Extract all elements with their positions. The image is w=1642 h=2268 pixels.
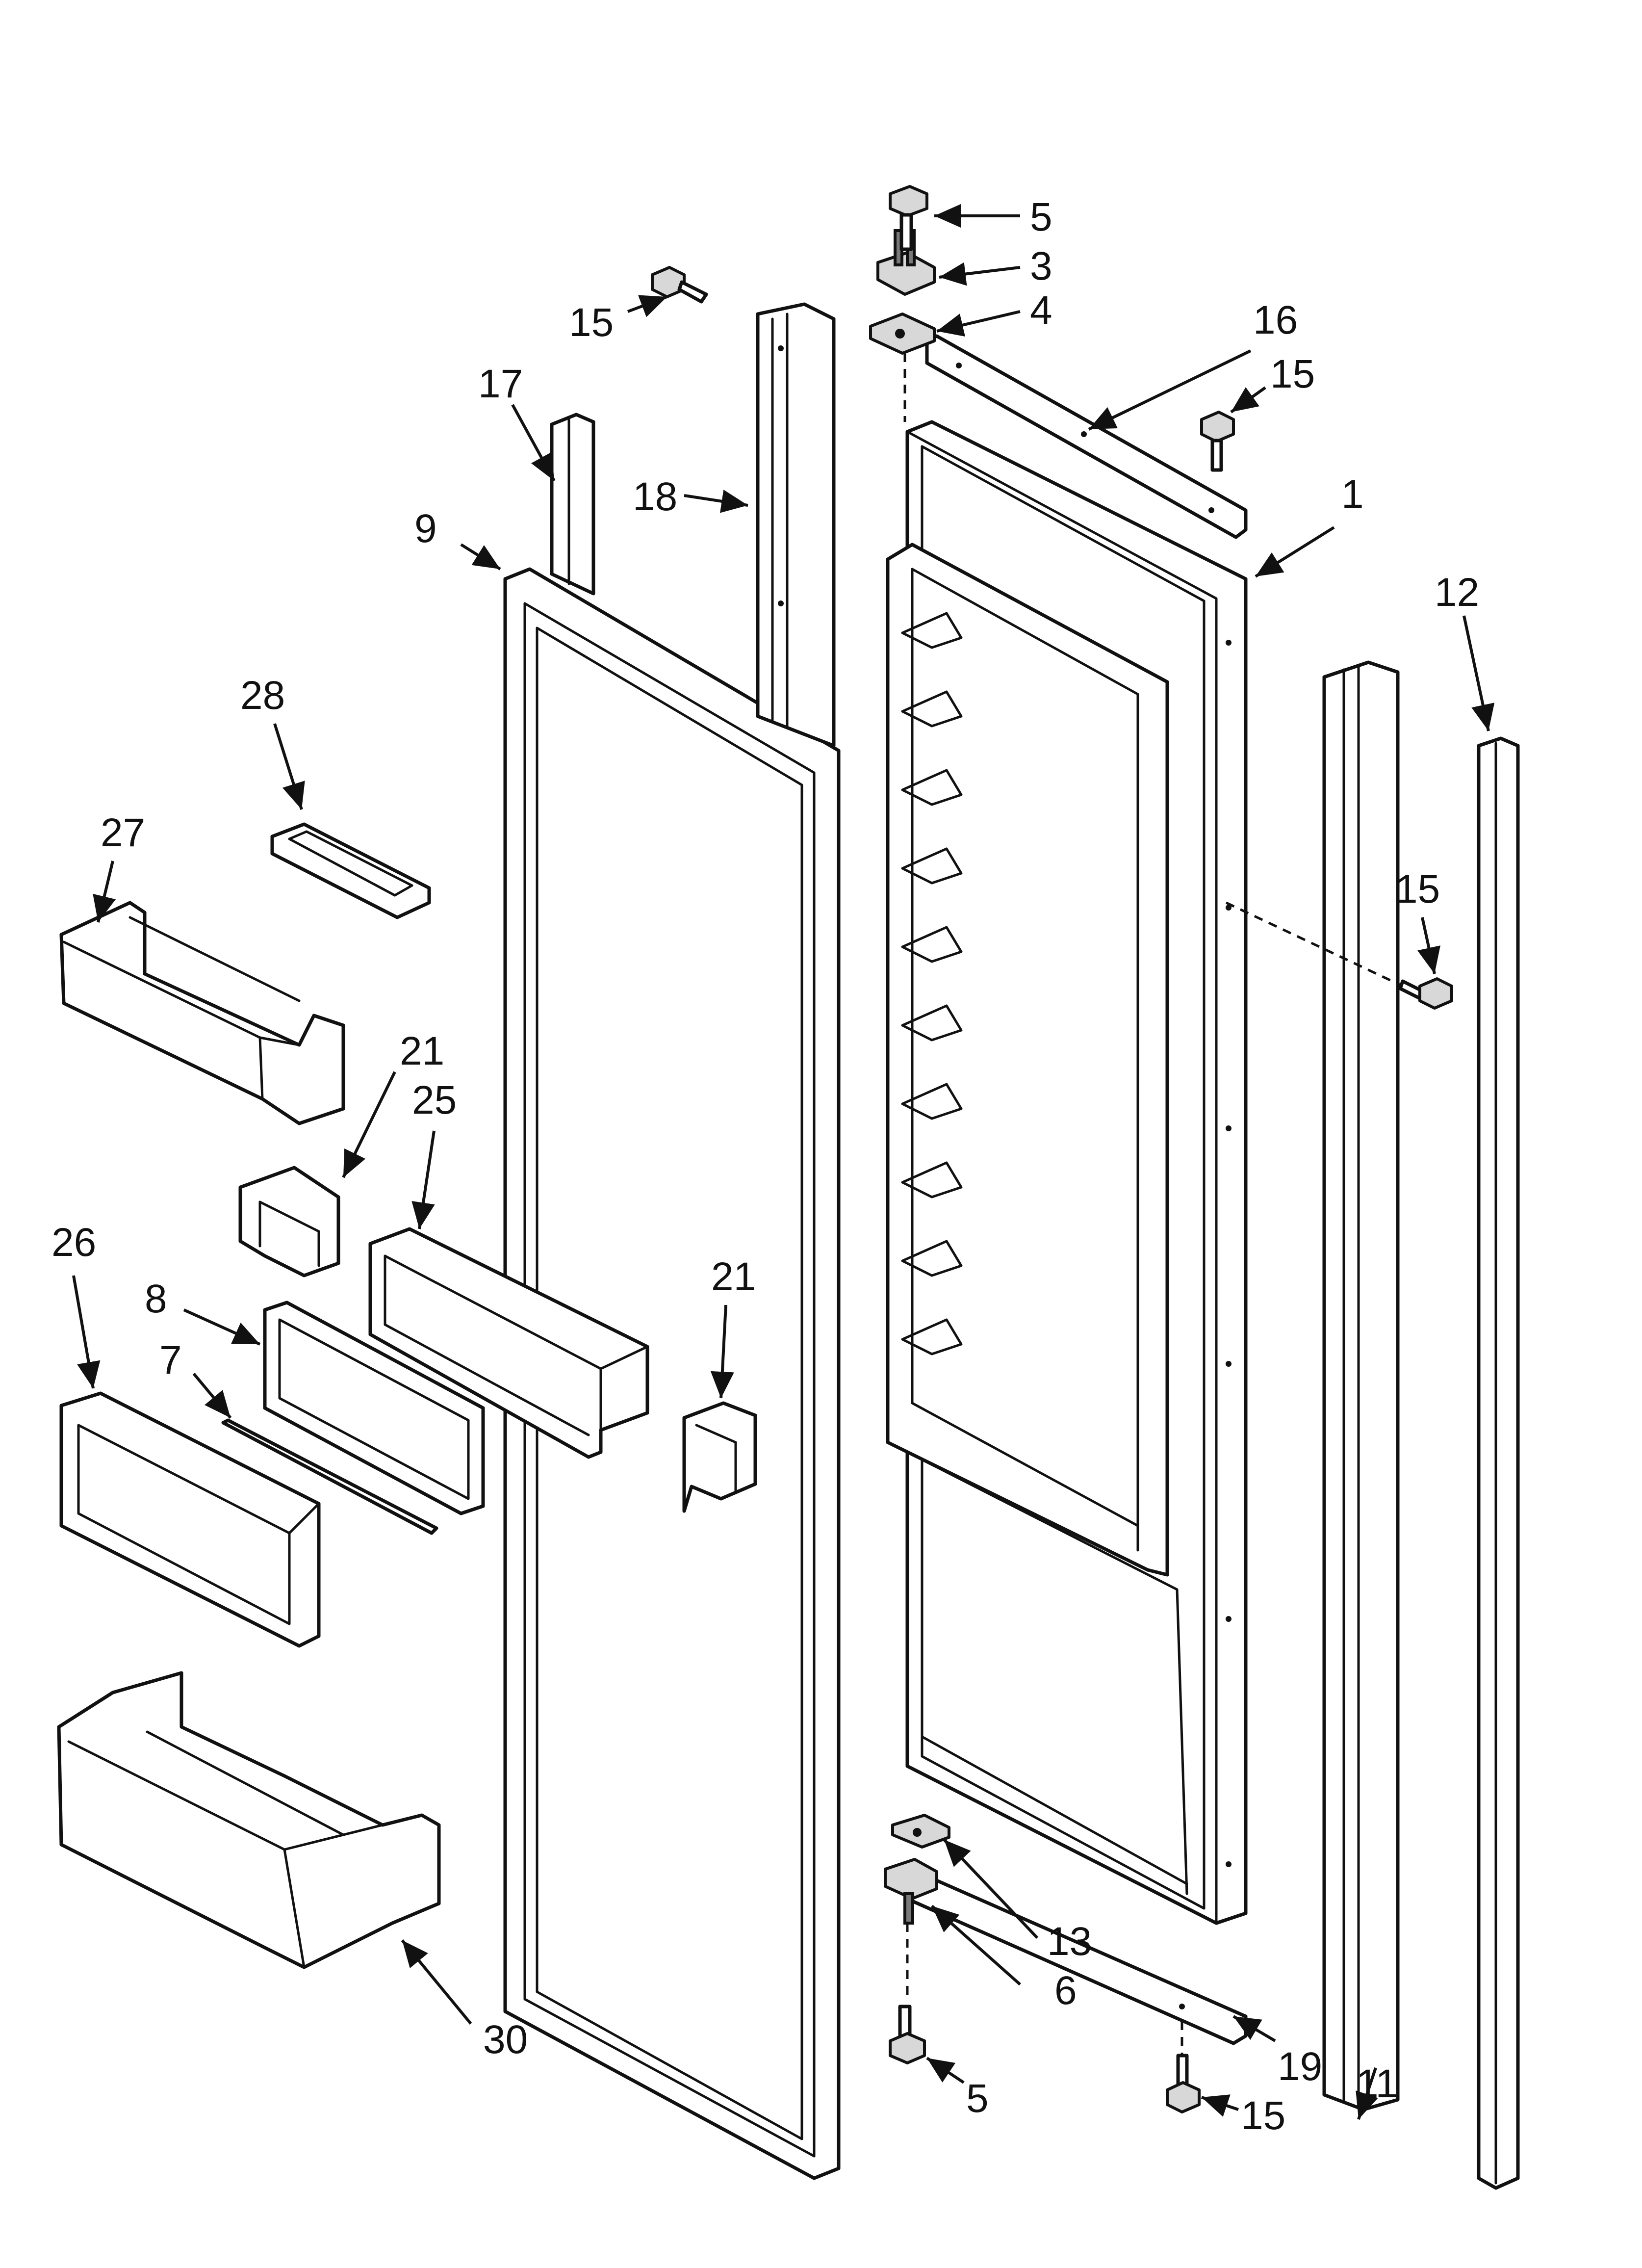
door-bin-part-30 xyxy=(57,1671,441,1969)
callout-3: 3 xyxy=(1030,244,1052,288)
callout-1: 1 xyxy=(1341,472,1364,517)
bottom-hinge-plate-part-13 xyxy=(891,1814,950,1849)
bottom-hinge-part-6 xyxy=(884,1858,938,1925)
callout-28: 28 xyxy=(240,673,285,718)
callout-13: 13 xyxy=(1047,1919,1092,1964)
callout-7: 7 xyxy=(159,1338,182,1382)
callout-8: 8 xyxy=(145,1277,167,1321)
callout-15-top-right: 15 xyxy=(1270,352,1315,396)
bracket-part-21-mid xyxy=(682,1401,757,1513)
callout-30: 30 xyxy=(483,2017,528,2062)
dairy-door-part-26 xyxy=(59,1391,321,1648)
dairy-housing-part-25 xyxy=(368,1227,649,1459)
callout-15-bottom: 15 xyxy=(1241,2093,1285,2138)
trim-strip-part-18 xyxy=(756,302,836,748)
trim-strip-part-11 xyxy=(1322,660,1400,2112)
screw-axis-mid-right xyxy=(1225,901,1404,988)
screw-part-15-top-right xyxy=(1200,411,1235,472)
callout-27: 27 xyxy=(101,810,145,855)
callout-6: 6 xyxy=(1054,1968,1077,2013)
callout-16: 16 xyxy=(1253,298,1298,342)
callout-25: 25 xyxy=(412,1078,457,1122)
callout-17: 17 xyxy=(478,362,523,406)
screw-part-15-top-left xyxy=(651,266,708,304)
callout-15-mid-right: 15 xyxy=(1395,867,1440,912)
callout-9: 9 xyxy=(414,506,437,551)
screw-part-5-top xyxy=(889,185,928,251)
callout-21-left: 21 xyxy=(400,1029,444,1073)
top-hinge-plate-part-4 xyxy=(869,313,936,355)
callout-21-mid: 21 xyxy=(711,1254,756,1299)
screw-part-5-bottom xyxy=(889,2005,926,2064)
door-liner-part-1 xyxy=(886,420,1248,1925)
callout-15-top-left: 15 xyxy=(569,300,614,345)
door-gasket-part-9 xyxy=(503,567,841,2180)
door-bin-part-27 xyxy=(59,901,345,1125)
callout-4: 4 xyxy=(1030,288,1052,333)
hinge-rod-part-7 xyxy=(221,1418,438,1535)
callout-5-top: 5 xyxy=(1030,195,1052,239)
callout-5-bottom: 5 xyxy=(966,2076,989,2121)
callout-18: 18 xyxy=(633,474,677,519)
trim-strip-part-12 xyxy=(1477,736,1520,2190)
callout-26: 26 xyxy=(51,1220,96,1265)
callout-12: 12 xyxy=(1435,570,1479,615)
callout-labels: 5 3 4 15 16 15 17 18 1 9 12 28 27 15 21 … xyxy=(51,195,1479,2138)
callout-11: 11 xyxy=(1356,2061,1398,2106)
trim-strip-part-17 xyxy=(550,413,595,596)
leader-lines xyxy=(72,204,1495,2120)
small-tray-part-28 xyxy=(270,822,431,919)
screw-part-15-bottom xyxy=(1166,2054,1201,2113)
callout-19: 19 xyxy=(1278,2044,1322,2089)
screw-part-15-mid-right xyxy=(1398,977,1453,1010)
dairy-window-frame-part-8 xyxy=(263,1301,485,1515)
bracket-part-21-left xyxy=(238,1166,340,1277)
